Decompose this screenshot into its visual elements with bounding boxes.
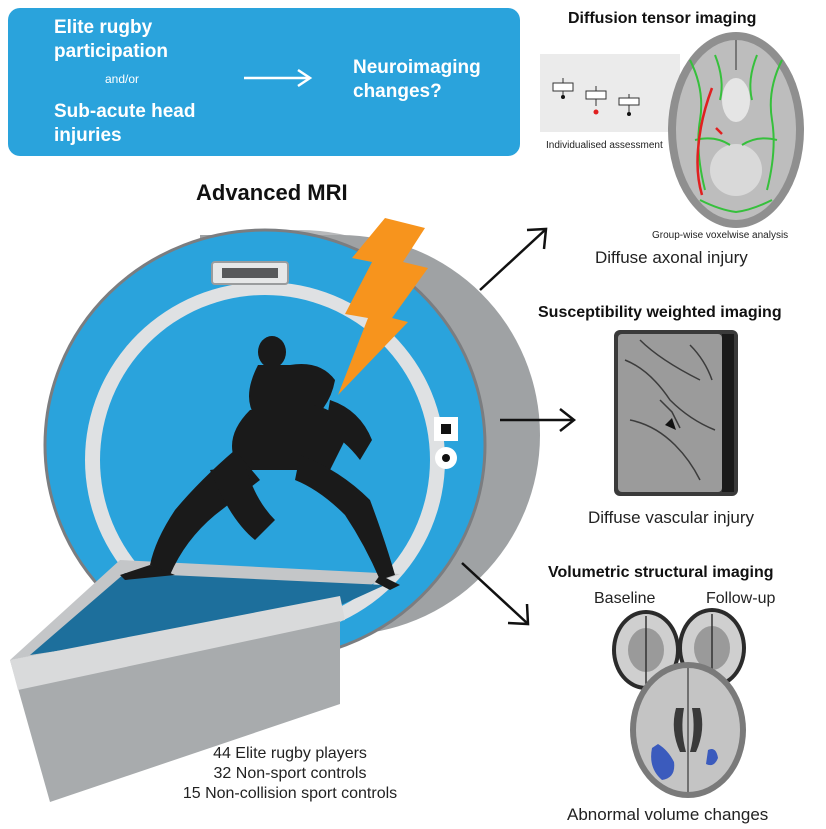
dti-group-label: Group-wise voxelwise analysis — [652, 230, 789, 241]
banner-outcome-1: Neuroimaging — [353, 57, 481, 78]
banner-line-4: injuries — [54, 125, 122, 146]
dti-individual-label: Individualised assessment — [546, 140, 663, 151]
arrow-to-dti — [479, 229, 546, 291]
banner-arrow — [244, 68, 313, 88]
cohort-noncollision: 15 Non-collision sport controls — [182, 785, 398, 802]
dti-abnormal-tracts — [696, 87, 723, 196]
dti-caption: Diffuse axonal injury — [595, 248, 748, 267]
mri-title: Advanced MRI — [196, 180, 348, 205]
vol-change-region-left — [651, 744, 675, 780]
banner-line-2: participation — [54, 41, 169, 62]
vol-followup-label: Follow-up — [706, 590, 776, 607]
vol-baseline-label: Baseline — [594, 590, 656, 607]
banner-andor: and/or — [105, 72, 140, 86]
vol-caption: Abnormal volume changes — [567, 805, 769, 824]
table-pad — [30, 573, 385, 655]
banner-outcome-2: changes? — [353, 81, 442, 102]
scanner-display — [222, 268, 278, 278]
banner-line-3: Sub-acute head — [54, 101, 196, 122]
swi-title: Susceptibility weighted imaging — [538, 304, 782, 321]
dti-title: Diffusion tensor imaging — [568, 10, 757, 27]
impact-bolt — [338, 218, 428, 395]
swi-caption: Diffuse vascular injury — [588, 508, 754, 527]
cohort-nonsport: 32 Non-sport controls — [213, 765, 367, 782]
cohort-rugby: 44 Elite rugby players — [213, 745, 367, 762]
swi-vessels — [624, 339, 716, 481]
rugby-players-silhouette — [120, 336, 400, 590]
banner-line-1: Elite rugby — [54, 17, 153, 38]
arrow-to-volumetric — [461, 562, 528, 624]
vol-change-region-right — [706, 749, 718, 766]
hypothesis-banner: Elite rugby participation and/or Sub-acu… — [8, 8, 520, 156]
vol-title: Volumetric structural imaging — [548, 564, 774, 581]
